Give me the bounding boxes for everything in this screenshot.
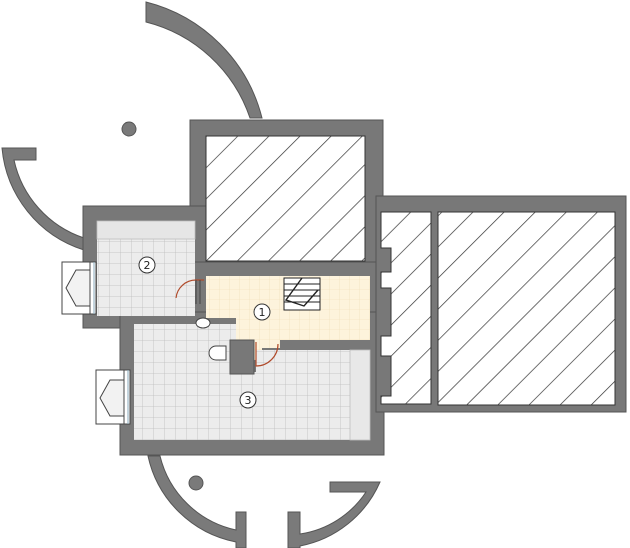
door-openings xyxy=(195,280,201,304)
room-label-1: 1 xyxy=(253,303,271,321)
column-top xyxy=(121,121,137,137)
hatched-area-top xyxy=(205,135,366,262)
room-number-1: 1 xyxy=(259,306,266,319)
room-label-3: 3 xyxy=(239,391,257,409)
terrace-arc-left xyxy=(1,147,85,251)
room-1-floor xyxy=(206,276,370,360)
bay-window-left xyxy=(61,261,97,315)
bay-window-bottom-left xyxy=(95,369,131,425)
toilet-icon xyxy=(208,345,227,361)
washbasin-icon xyxy=(195,317,211,329)
staircase xyxy=(283,277,321,311)
room-number-2: 2 xyxy=(144,259,151,272)
terrace-arc-bottom-left xyxy=(147,455,247,548)
terrace-arc-bottom-right xyxy=(287,481,381,548)
room-number-3: 3 xyxy=(245,394,252,407)
room-3-floor xyxy=(134,324,370,440)
terrace-arc-top xyxy=(145,1,263,119)
hatched-area-left-strip xyxy=(380,211,432,405)
room-label-2: 2 xyxy=(138,256,156,274)
room-2-counter xyxy=(96,220,196,240)
interior-wall xyxy=(229,339,255,375)
hatched-area-garage xyxy=(437,211,616,406)
column-bottom xyxy=(188,475,204,491)
room-3-side-panel xyxy=(349,349,371,441)
